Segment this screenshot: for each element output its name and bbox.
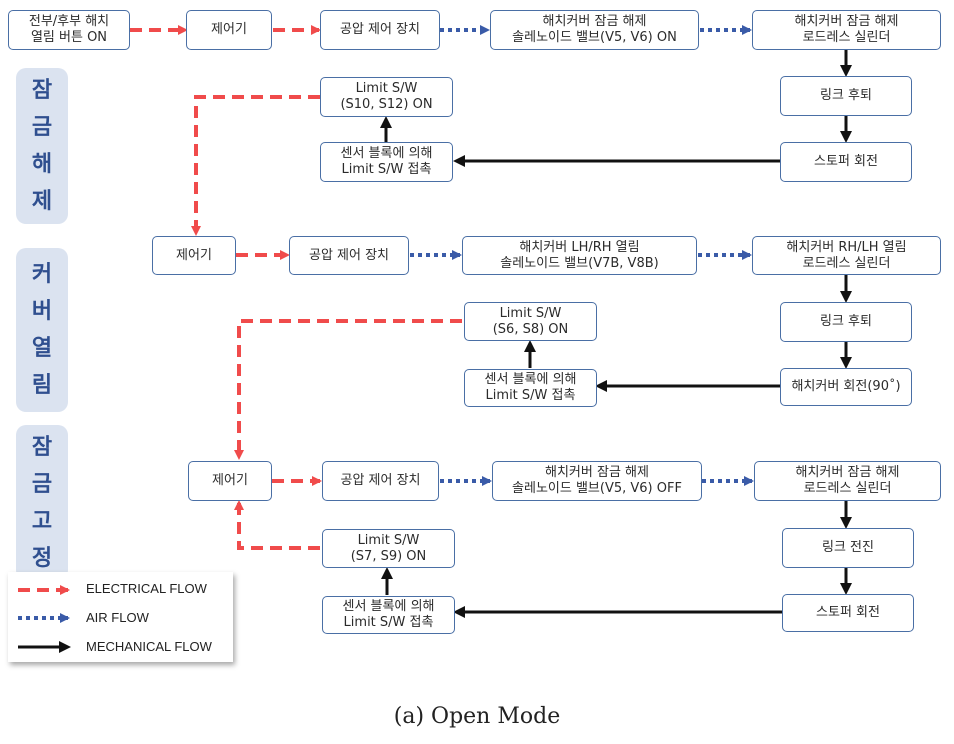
electrical-arrow (234, 319, 462, 460)
cylinder-box-1: 해치커버 잠금 해제 로드레스 실린더 (752, 10, 941, 50)
legend: ELECTRICAL FLOW AIR FLOW MECHANICAL FLOW (8, 572, 233, 662)
start-button-on-box: 전부/후부 해치 열림 버튼 ON (8, 10, 130, 50)
legend-mechanical-label: MECHANICAL FLOW (86, 639, 212, 654)
air-control-box-3: 공압 제어 장치 (322, 461, 439, 501)
electrical-arrow (234, 500, 320, 550)
limit-switch-box-2: Limit S/W (S6, S8) ON (464, 302, 597, 341)
limit-switch-box-1: Limit S/W (S10, S12) ON (320, 77, 453, 117)
solenoid-box-3: 해치커버 잠금 해제 솔레노이드 밸브(V5, V6) OFF (492, 461, 702, 501)
sensor-box-3: 센서 블록에 의해 Limit S/W 접촉 (322, 596, 455, 634)
stopper-box-1: 스토퍼 회전 (780, 142, 912, 182)
solenoid-box-1: 해치커버 잠금 해제 솔레노이드 밸브(V5, V6) ON (490, 10, 699, 50)
side-label-unlock: 잠 금 해 제 (16, 68, 68, 224)
rotation-box-2: 해치커버 회전(90˚) (780, 368, 912, 406)
sensor-box-2: 센서 블록에 의해 Limit S/W 접촉 (464, 369, 597, 407)
air-control-box-2: 공압 제어 장치 (289, 236, 409, 275)
cylinder-box-2: 해치커버 RH/LH 열림 로드레스 실린더 (752, 236, 941, 275)
controller-box-1: 제어기 (186, 10, 272, 50)
link-box-1: 링크 후퇴 (780, 76, 912, 116)
side-label-cover-open: 커 버 열 림 (16, 248, 68, 412)
limit-switch-box-3: Limit S/W (S7, S9) ON (322, 529, 455, 568)
electrical-arrow (191, 95, 320, 236)
link-box-2: 링크 후퇴 (780, 302, 912, 342)
side-label-lock: 잠 금 고 정 (16, 425, 68, 580)
figure-caption: (a) Open Mode (393, 704, 561, 729)
sensor-box-1: 센서 블록에 의해 Limit S/W 접촉 (320, 142, 453, 182)
controller-box-3: 제어기 (188, 461, 272, 501)
air-control-box-1: 공압 제어 장치 (320, 10, 440, 50)
link-box-3: 링크 전진 (782, 528, 914, 568)
cylinder-box-3: 해치커버 잠금 해제 로드레스 실린더 (754, 461, 941, 501)
stopper-box-3: 스토퍼 회전 (782, 594, 914, 632)
legend-electrical-label: ELECTRICAL FLOW (86, 581, 207, 596)
solenoid-box-2: 해치커버 LH/RH 열림 솔레노이드 밸브(V7B, V8B) (462, 236, 697, 275)
controller-box-2: 제어기 (152, 236, 236, 275)
legend-air-label: AIR FLOW (86, 610, 149, 625)
legend-swatches (18, 585, 71, 653)
